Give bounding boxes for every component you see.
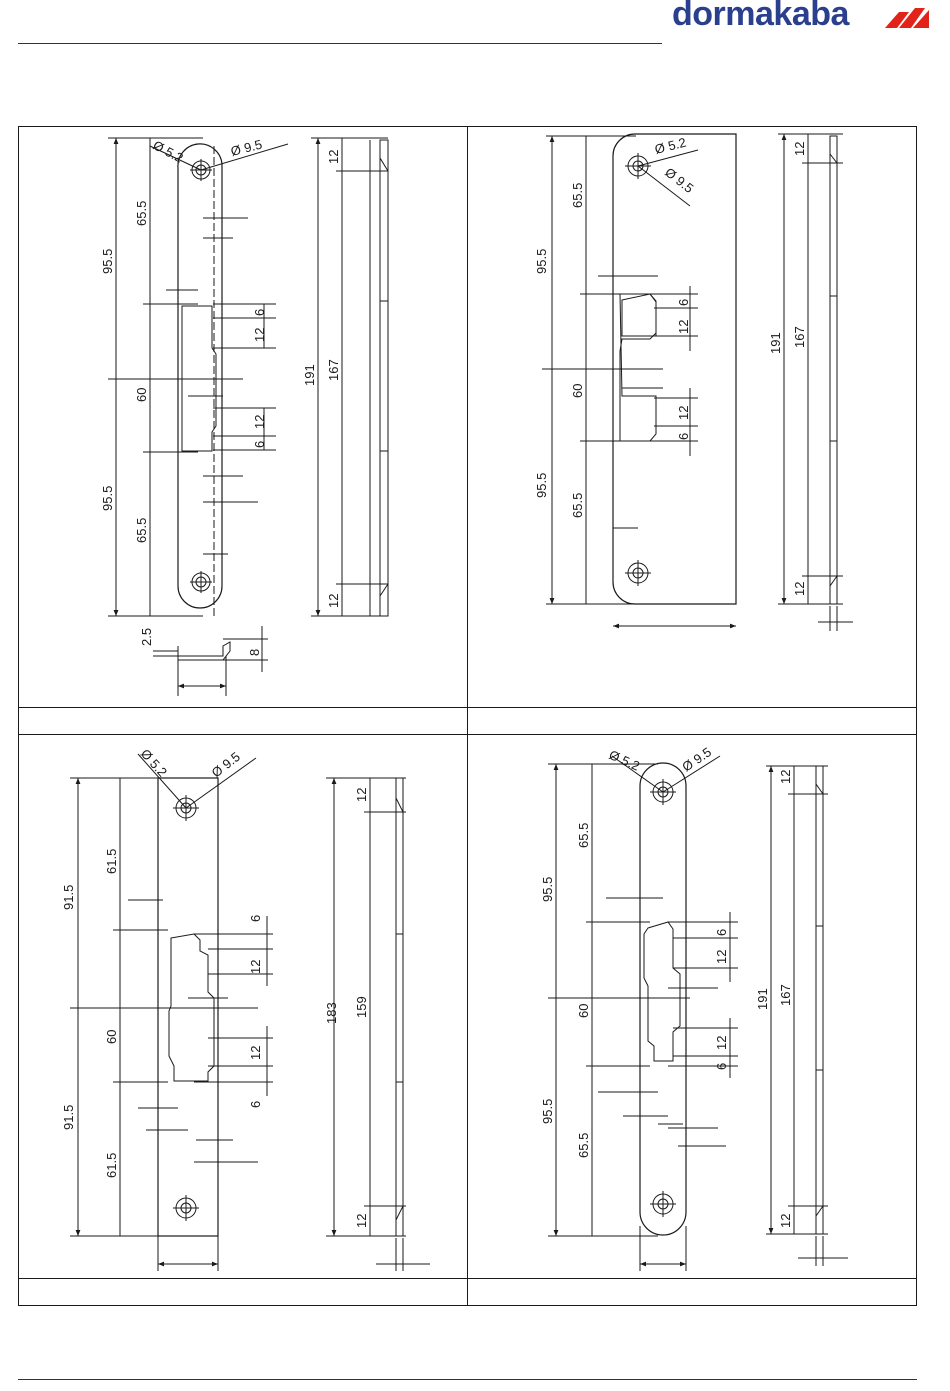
grid-frame	[18, 126, 917, 1306]
drawing-grid: Ø 5.2 Ø 9.5 95.5 95.5 65.5 65.5 60 6 12 …	[18, 126, 917, 1306]
technical-drawings: Ø 5.2 Ø 9.5 95.5 95.5 65.5 65.5 60 6 12 …	[18, 126, 917, 1306]
p3-183: 183	[324, 1002, 339, 1024]
p1-2-5: 2.5	[139, 628, 154, 646]
p1-65-5-a: 65.5	[134, 201, 149, 226]
p2-dia-small: Ø 5.2	[653, 135, 687, 157]
header-rule	[18, 43, 662, 44]
brand-mark-icon	[885, 6, 929, 28]
p4-dia-large: Ø 9.5	[679, 744, 714, 774]
p2-65-5-b: 65.5	[570, 493, 585, 518]
p4-12-bot: 12	[778, 1214, 793, 1228]
p3-12-a: 12	[248, 960, 263, 974]
p3-159: 159	[354, 996, 369, 1018]
p4-167: 167	[778, 984, 793, 1006]
p1-12-bot: 12	[326, 594, 341, 608]
p4-6-b: 6	[714, 1063, 729, 1070]
p3-12-bot: 12	[354, 1214, 369, 1228]
p1-95-5-b: 95.5	[100, 486, 115, 511]
p2-12-bot: 12	[792, 582, 807, 596]
p1-65-5-b: 65.5	[134, 518, 149, 543]
p2-95-5-b: 95.5	[534, 473, 549, 498]
p3-6-a: 6	[248, 915, 263, 922]
p3-91-5-a: 91.5	[61, 885, 76, 910]
brand-logo: dormakaba	[672, 0, 932, 36]
p4-95-5-a: 95.5	[540, 877, 555, 902]
p3-61-5-b: 61.5	[104, 1153, 119, 1178]
p1-12-b: 12	[252, 415, 267, 429]
p3-60: 60	[104, 1030, 119, 1044]
panel-bottom-left	[70, 754, 430, 1271]
panel-top-left	[108, 138, 388, 696]
panel-bottom-right	[548, 756, 848, 1271]
p3-6-b: 6	[248, 1101, 263, 1108]
p4-191: 191	[755, 988, 770, 1010]
p4-12-a: 12	[714, 950, 729, 964]
p2-65-5-a: 65.5	[570, 183, 585, 208]
p2-60: 60	[570, 384, 585, 398]
p2-dia-large: Ø 9.5	[662, 165, 696, 196]
p1-6-b: 6	[252, 441, 267, 448]
panel-top-right	[542, 134, 853, 631]
p2-6-b: 6	[676, 433, 691, 440]
p1-dia-large: Ø 9.5	[229, 137, 263, 159]
p2-191: 191	[768, 332, 783, 354]
p1-191: 191	[302, 364, 317, 386]
p1-dia-small: Ø 5.2	[151, 137, 186, 165]
p3-12-b: 12	[248, 1046, 263, 1060]
p1-12-a: 12	[252, 328, 267, 342]
p4-12-top: 12	[778, 770, 793, 784]
p4-95-5-b: 95.5	[540, 1099, 555, 1124]
p4-65-5-b: 65.5	[576, 1133, 591, 1158]
p1-12-top: 12	[326, 150, 341, 164]
p2-12-top: 12	[792, 142, 807, 156]
p1-60: 60	[134, 388, 149, 402]
p2-167: 167	[792, 326, 807, 348]
p2-12-b: 12	[676, 406, 691, 420]
p2-95-5-a: 95.5	[534, 249, 549, 274]
p4-6-a: 6	[714, 929, 729, 936]
p1-8: 8	[247, 649, 262, 656]
p4-60: 60	[576, 1004, 591, 1018]
p1-95-5-a: 95.5	[100, 249, 115, 274]
p3-61-5-a: 61.5	[104, 849, 119, 874]
p3-12-top: 12	[354, 788, 369, 802]
p2-12-a: 12	[676, 320, 691, 334]
p3-dia-small: Ø 5.2	[138, 746, 170, 780]
p4-12-b: 12	[714, 1036, 729, 1050]
p4-65-5-a: 65.5	[576, 823, 591, 848]
footer-rule	[18, 1379, 917, 1380]
p1-167: 167	[326, 359, 341, 381]
p3-dia-large: Ø 9.5	[209, 749, 243, 780]
p3-91-5-b: 91.5	[61, 1105, 76, 1130]
p1-6-a: 6	[252, 309, 267, 316]
p4-dia-small: Ø 5.2	[607, 747, 642, 774]
p2-6-a: 6	[676, 299, 691, 306]
brand-wordmark: dormakaba	[672, 0, 849, 34]
